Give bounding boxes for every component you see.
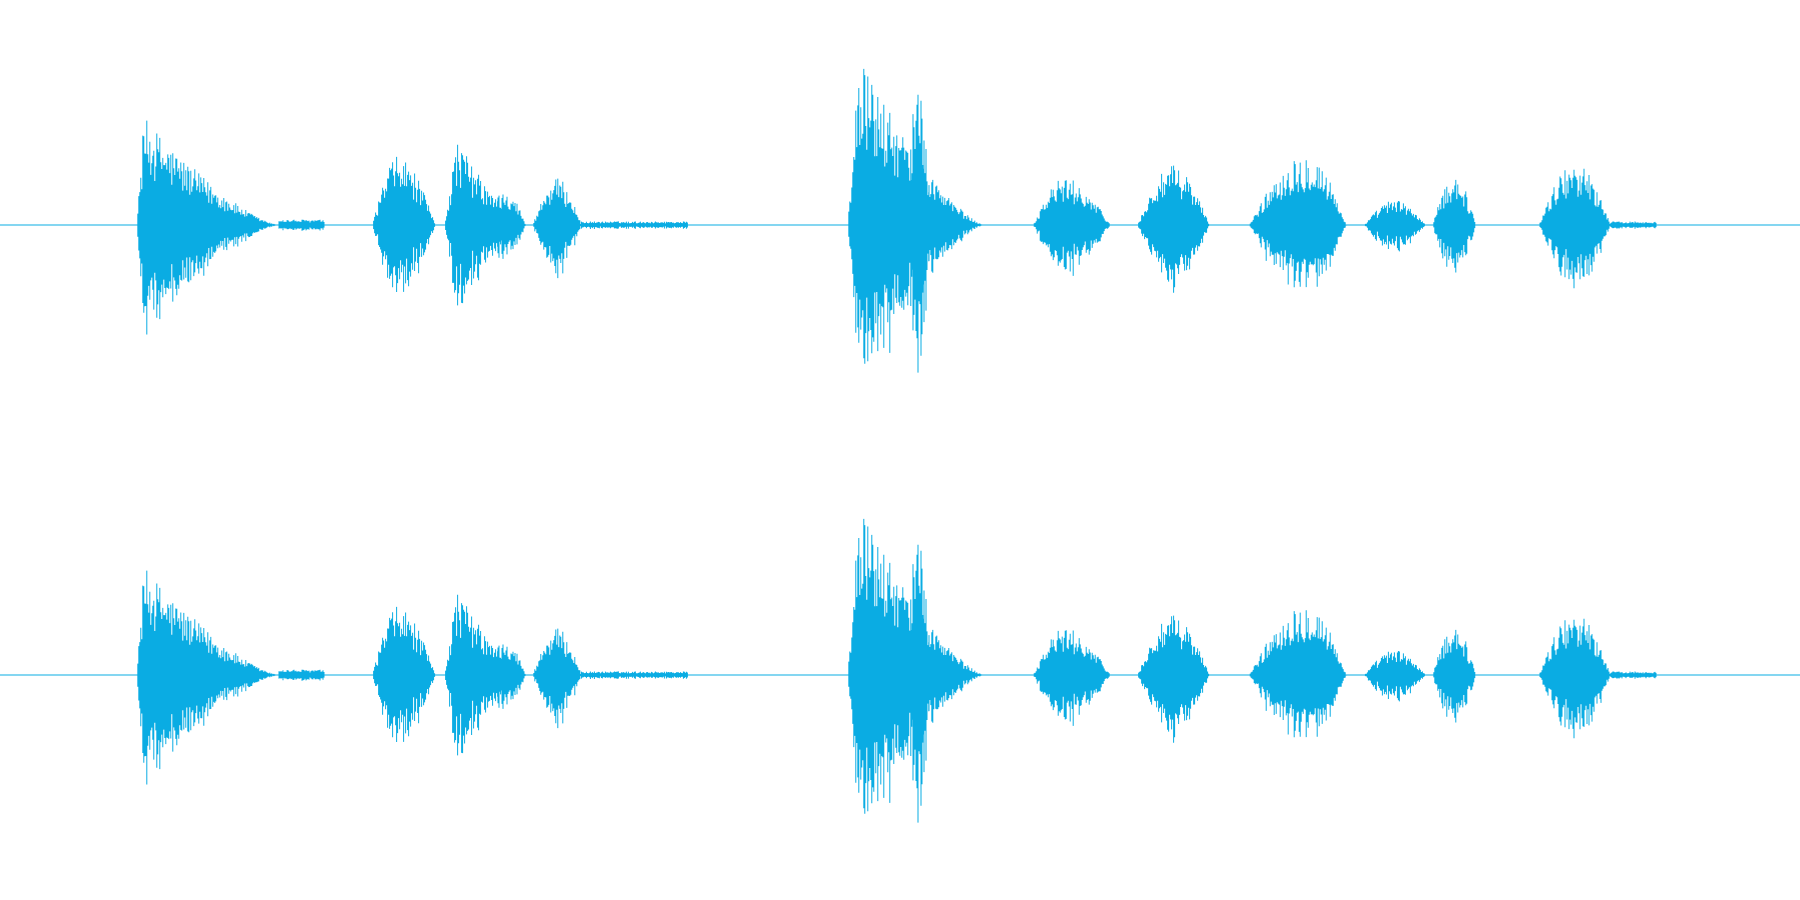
channel-1-segment-1 [137,120,279,335]
channel-2-segment-6 [533,628,582,729]
channel-2-segment-2 [278,669,325,681]
channel-1-segment-3 [373,156,436,292]
channel-1-segment-5 [486,194,526,259]
channel-2-segment-3 [373,606,436,742]
channel-1-segment-2 [278,219,325,231]
channel-1-segment-7 [580,221,688,229]
channel-2-segment-16 [1610,671,1657,679]
channel-2-segment-1 [137,570,279,785]
channel-1-segment-16 [1610,221,1657,229]
channel-1-segment-14 [1433,179,1477,273]
channel-1-segment-11 [1138,165,1210,293]
channel-2-segment-9 [909,544,933,823]
channel-2-segment-11 [1138,615,1210,743]
channel-1-segment-6 [533,178,582,279]
channel-1-segment-10 [1033,180,1111,276]
channel-2-segment-5 [486,644,526,709]
channel-2-segment-15 [1539,618,1611,739]
channel-1-segment-12 [1249,160,1347,288]
channel-2-segment-12 [1249,610,1347,738]
channel-1-segment-13 [1364,201,1426,252]
channel-2-segment-14 [1433,629,1477,723]
channel-2-segment-7 [580,671,688,679]
channel-2-segment-13 [1364,651,1426,702]
channel-1-segment-15 [1539,168,1611,289]
channel-1-segment-9 [909,94,933,373]
channel-2-segment-10 [1033,630,1111,726]
